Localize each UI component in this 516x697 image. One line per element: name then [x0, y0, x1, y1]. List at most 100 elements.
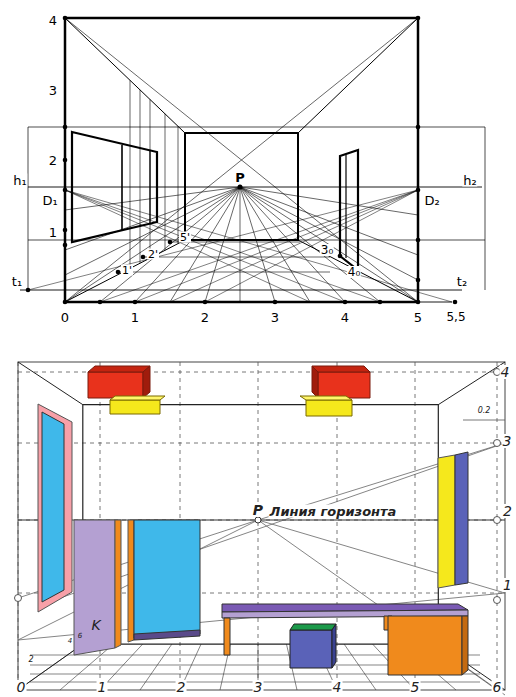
- construction-line: [170, 190, 418, 302]
- point-dot: [98, 300, 103, 305]
- lamp: [318, 372, 370, 398]
- construction-line: [143, 257, 330, 258]
- scale-tick: [463, 420, 505, 421]
- callout-label: 2: [176, 680, 187, 694]
- point-dot: [416, 300, 421, 305]
- construction-line: [205, 187, 240, 302]
- point-dot: [116, 270, 121, 275]
- construction-line: [240, 187, 310, 302]
- window-left: [72, 132, 157, 242]
- construction-line: [344, 644, 376, 690]
- lamp: [300, 396, 352, 400]
- vanishing-point: [255, 517, 261, 523]
- callout-label: 2: [27, 656, 34, 664]
- point-dot: [63, 158, 68, 163]
- grid-line: [497, 362, 498, 690]
- callout-label: 5,5: [445, 311, 466, 323]
- callout-label: 5: [413, 311, 423, 324]
- construction-line: [28, 127, 29, 290]
- lamp: [306, 400, 352, 416]
- point-dot: [343, 300, 348, 305]
- construction-line: [140, 90, 141, 263]
- callout-label: t₁: [11, 275, 23, 288]
- cabinet: [115, 520, 121, 648]
- callout-label: t₂: [456, 275, 468, 288]
- point-dot: [453, 300, 458, 305]
- picture-frame: [18, 362, 505, 690]
- construction-line: [65, 190, 345, 302]
- construction-line: [298, 18, 418, 133]
- lamp: [110, 400, 160, 414]
- callout-label: D₂: [423, 194, 440, 207]
- cabinet: [134, 630, 200, 640]
- construction-line: [65, 18, 185, 133]
- construction-line: [150, 99, 151, 258]
- construction-line: [135, 190, 418, 302]
- point-dot: [63, 228, 68, 233]
- point-dot: [416, 16, 421, 21]
- callout-label: 4: [500, 365, 511, 379]
- construction-line: [165, 114, 166, 251]
- construction-line: [240, 187, 275, 302]
- construction-line: [65, 187, 240, 210]
- grid-line: [258, 362, 259, 690]
- construction-line: [149, 151, 150, 224]
- construction-line: [60, 443, 505, 598]
- callout-label: 3: [48, 84, 58, 97]
- point-dot: [63, 125, 68, 130]
- construction-line: [65, 240, 185, 302]
- point-dot: [141, 255, 146, 260]
- callout-label: 3: [270, 311, 280, 324]
- callout-label: 6: [77, 633, 83, 640]
- horizon-caption: Линия горизонта: [269, 505, 398, 518]
- callout-label: 1: [130, 311, 140, 324]
- point-dot: [63, 188, 68, 193]
- callout-label: 2: [200, 311, 210, 324]
- vanishing-point: [238, 185, 243, 190]
- table-cabinet: [462, 616, 468, 675]
- construction-line: [118, 272, 330, 273]
- point-dot: [63, 243, 68, 248]
- callout-label: h₁: [12, 174, 27, 187]
- callout-label: 4: [67, 638, 73, 645]
- cube: [290, 630, 332, 668]
- grid-line: [18, 443, 505, 444]
- callout-label: D₁: [41, 194, 58, 207]
- callout-label: 1': [121, 265, 133, 276]
- callout-label: P: [252, 503, 264, 517]
- callout-label: 4: [332, 680, 343, 694]
- window-left: [42, 412, 64, 602]
- callout-label: 5': [179, 232, 191, 243]
- construction-line: [178, 126, 179, 243]
- cube: [290, 624, 336, 630]
- construction-line: [418, 302, 452, 303]
- lamp: [312, 366, 318, 398]
- window-left: [121, 145, 123, 230]
- horizon-line: [28, 187, 482, 188]
- scale-marker: [494, 517, 501, 524]
- point-dot: [416, 238, 421, 243]
- point-dot: [133, 300, 138, 305]
- lamp: [88, 372, 143, 398]
- callout-label: 0: [16, 680, 27, 694]
- point-dot: [416, 188, 421, 193]
- cabinet: [128, 520, 134, 642]
- point-dot: [63, 16, 68, 21]
- construction-line: [65, 18, 418, 302]
- callout-label: K: [90, 618, 101, 632]
- construction-line: [130, 80, 131, 268]
- construction-line: [135, 187, 240, 302]
- construction-line: [240, 187, 345, 302]
- window-right: [340, 150, 358, 270]
- callout-label: 1: [97, 680, 108, 694]
- callout-label: 2: [502, 504, 513, 518]
- point-dot: [168, 240, 173, 245]
- back-wall: [185, 133, 298, 240]
- window-left: [38, 404, 72, 612]
- point-dot: [63, 300, 68, 305]
- cabinet: [74, 520, 115, 655]
- point-dot: [416, 278, 421, 283]
